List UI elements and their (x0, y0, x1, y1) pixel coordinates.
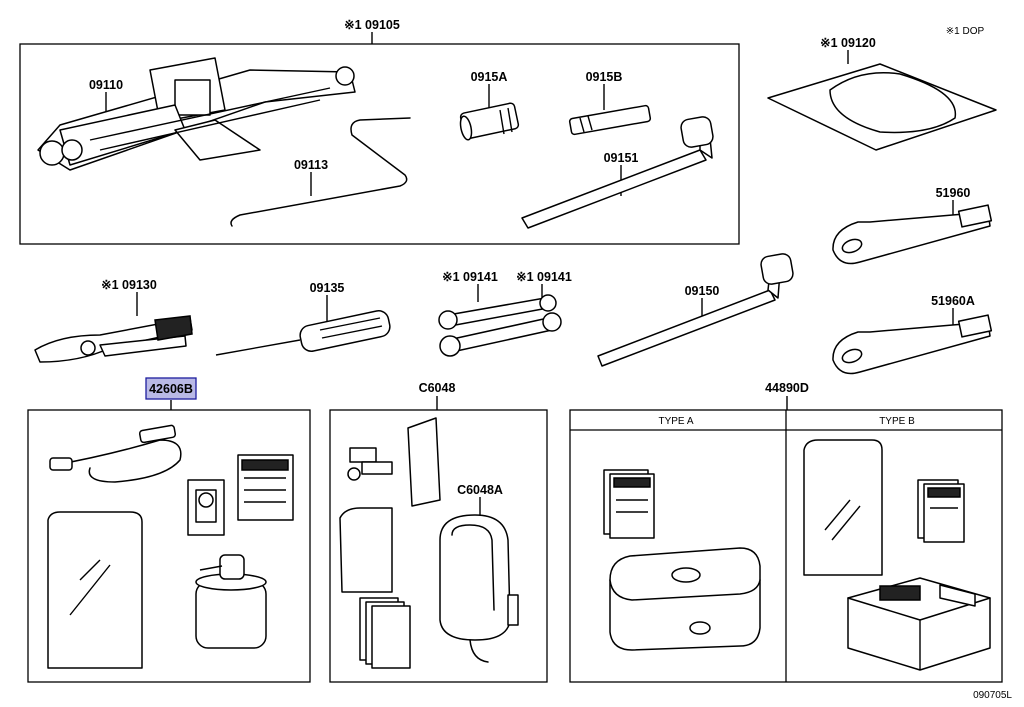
label-jack-handle[interactable]: 09113 (294, 158, 328, 172)
bag-c6048-illustration[interactable] (339, 507, 393, 593)
label-pliers[interactable]: ※1 09130 (101, 278, 157, 292)
spanner-1-illustration[interactable] (438, 294, 557, 330)
sealant-bottle-illustration[interactable] (195, 554, 267, 649)
figure-reference: 090705L (973, 690, 1012, 701)
label-kit-c6048a[interactable]: C6048A (457, 483, 503, 497)
valve-set-illustration[interactable] (347, 447, 393, 481)
manuals-stack-illustration[interactable] (359, 597, 411, 669)
screwdriver-illustration[interactable] (215, 309, 392, 356)
adapter-b-illustration[interactable] (568, 104, 652, 136)
compressor-type-a-illustration[interactable] (609, 547, 761, 651)
label-kit-c6048[interactable]: C6048 (419, 381, 456, 395)
label-spanner-2[interactable]: ※1 09141 (516, 270, 572, 284)
label-kit-44890d[interactable]: 44890D (765, 381, 809, 395)
compressor-type-b-illustration[interactable] (847, 577, 991, 671)
label-tow-eye[interactable]: 51960 (936, 186, 971, 200)
sealant-bag-illustration[interactable] (47, 511, 143, 669)
tool-bag-illustration[interactable] (767, 63, 997, 151)
jack-handle-illustration[interactable] (230, 117, 411, 227)
jack-illustration[interactable] (37, 57, 356, 171)
hose-illustration[interactable] (49, 424, 182, 483)
repair-kit-box (27, 409, 311, 683)
gauge-illustration[interactable] (187, 479, 225, 536)
label-tool-bag[interactable]: ※1 09120 (820, 36, 876, 50)
compressor-c6048a-illustration[interactable] (439, 514, 519, 663)
pliers-illustration[interactable] (34, 315, 193, 363)
label-adapter-b[interactable]: 0915B (586, 70, 623, 84)
lug-wrench-illustration[interactable] (597, 253, 794, 367)
label-tow-eye-a[interactable]: 51960A (931, 294, 975, 308)
label-lug-wrench[interactable]: 09150 (685, 284, 720, 298)
tow-eye-illustration[interactable] (832, 204, 993, 265)
label-jack[interactable]: 09110 (89, 78, 123, 92)
adapter-a-illustration[interactable] (459, 102, 520, 141)
manual-type-b-illustration[interactable] (917, 479, 965, 543)
kit-c6048-box (329, 409, 548, 683)
label-dop-note: ※1 DOP (946, 26, 985, 37)
label-repair-kit[interactable]: 42606B (149, 382, 193, 396)
manual-illustration[interactable] (237, 454, 294, 521)
label-adapter-a[interactable]: 0915A (471, 70, 508, 84)
label-spanner-1[interactable]: ※1 09141 (442, 270, 498, 284)
label-type-b: TYPE B (879, 416, 915, 427)
type-b-contents (803, 439, 991, 671)
label-screwdriver[interactable]: 09135 (310, 281, 345, 295)
bag-type-b-illustration[interactable] (803, 439, 883, 576)
spanner-2-illustration[interactable] (439, 312, 562, 357)
label-jack-set[interactable]: ※1 09105 (344, 18, 400, 32)
label-type-a: TYPE A (658, 416, 693, 427)
tow-eye-a-illustration[interactable] (832, 314, 993, 375)
highlight-repair-kit (145, 377, 197, 400)
jack-set-box (19, 43, 740, 245)
pouch-illustration[interactable] (407, 417, 441, 507)
kit-c6048-contents (339, 417, 519, 669)
manual-type-a-illustration[interactable] (603, 469, 655, 539)
label-wrench-handle[interactable]: 09151 (604, 151, 639, 165)
repair-kit-contents (47, 424, 294, 669)
wrench-handle-illustration[interactable] (521, 116, 714, 229)
type-a-contents (603, 469, 761, 651)
